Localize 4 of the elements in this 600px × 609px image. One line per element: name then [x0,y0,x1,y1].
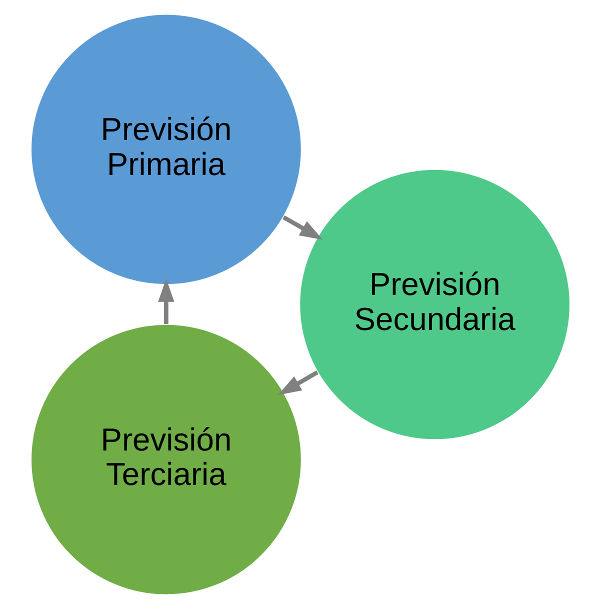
node-circle: Previsión Primaria [30,13,302,286]
arrow [282,215,322,240]
arrow [158,278,174,324]
arrow [278,370,318,395]
